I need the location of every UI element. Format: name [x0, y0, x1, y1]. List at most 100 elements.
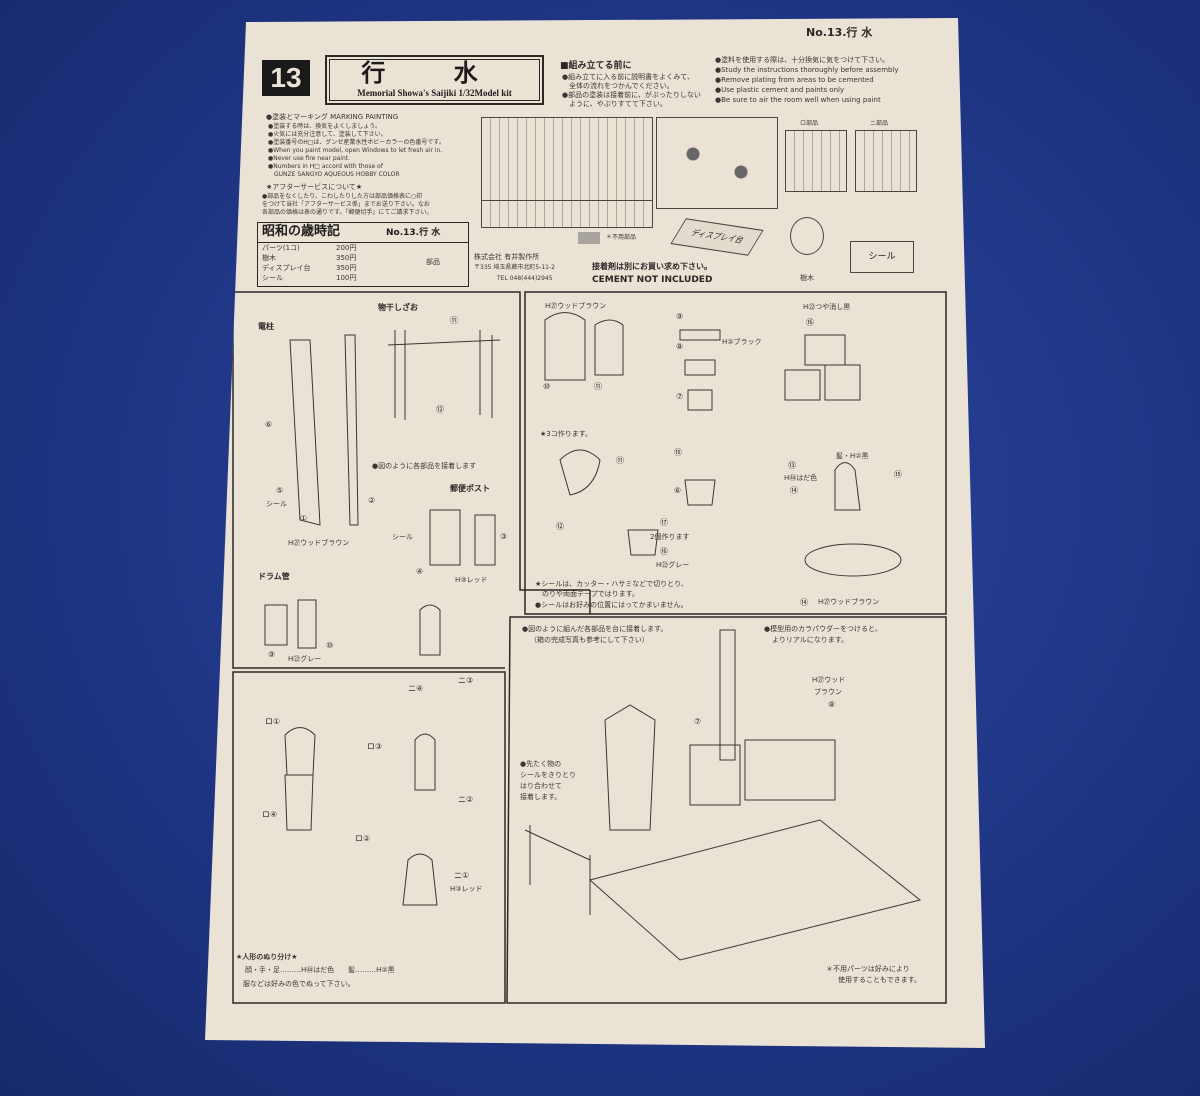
part-label: ニ④: [408, 684, 424, 693]
paint-label: H㉗ウッドブラウン: [288, 539, 350, 547]
part-label: ⑪: [594, 382, 602, 391]
part-label: ニ①: [454, 871, 470, 880]
price-table-title: 昭和の歳時記: [262, 224, 341, 239]
kit-subtitle: Memorial Showa's Saijiki 1/32Model kit: [357, 88, 512, 98]
part-label: ⑭: [800, 598, 808, 607]
sprue-c-illustration: [656, 117, 778, 209]
price-item: 樹木: [262, 254, 276, 262]
kit-title: 行 水: [361, 58, 508, 87]
text-line: ●塗装番号のH□は、グンゼ産業水性ホビーカラーの色番号です。: [268, 139, 445, 146]
figure-paint-line: 顔・手・足………H㊹はだ色 髪………H②黒: [245, 966, 395, 974]
sprue-b-illustration: [481, 200, 653, 228]
chicken-drawing: [559, 449, 601, 496]
before-assembly-heading: ■組み立てる前に: [560, 61, 632, 71]
part-label: ニ②: [458, 795, 474, 804]
part-label: ロ①: [265, 717, 281, 726]
paint-label: H②ブラック: [722, 338, 762, 346]
laundry-note: ●先たく物の: [520, 760, 562, 768]
corner-label: No.13.行 水: [806, 26, 873, 39]
part-label: ⑧: [676, 342, 684, 351]
part-label: ⑬: [788, 461, 796, 470]
part-label: ⑦: [694, 717, 702, 726]
part-label: ③: [500, 532, 508, 541]
part-label: ②: [368, 496, 376, 505]
boy-figure-drawing: [284, 727, 316, 831]
part-label: ⑫: [436, 405, 444, 414]
text-line: ●Remove plating from areas to be cemente…: [715, 76, 874, 84]
part-label: ロ③: [367, 742, 383, 751]
final-assembly-note: ●図のように組んだ各部品を台に接着します。: [522, 625, 668, 633]
step2-panel-border: [524, 291, 947, 615]
clothes-pole-drawing: [387, 330, 501, 420]
part-label: ⑤: [276, 486, 284, 495]
text-line: ●Use plastic cement and paints only: [715, 86, 845, 94]
unused-parts-note: 使用することもできます。: [838, 976, 922, 984]
cement-note-en: CEMENT NOT INCLUDED: [592, 275, 713, 285]
company-name: 株式会社 有井製作所: [474, 253, 540, 261]
bath-cover-drawing: [544, 312, 624, 381]
price-item: シール: [262, 274, 283, 282]
price-table-number: No.13.行 水: [386, 228, 441, 238]
paint-label: H㊹はだ色: [784, 474, 818, 482]
text-line: ●When you paint model, open Windows to l…: [268, 147, 443, 154]
paint-label: H③レッド: [455, 576, 488, 584]
final-assembly-note: （箱の完成写真も参考にして下さい）: [530, 636, 649, 644]
seal-sheet: シール: [850, 241, 914, 273]
part-label: ⑩: [543, 382, 551, 391]
part-label: ⑭: [790, 486, 798, 495]
part-label: ⑮: [674, 448, 682, 457]
paint-label: H㉗ウッド: [812, 676, 846, 684]
part-label: ⑨: [676, 312, 684, 321]
part-label: ⑯: [806, 318, 814, 327]
part-label: ニ③: [458, 676, 474, 685]
part-label: ロ④: [262, 810, 278, 819]
seal-note: ★シールは、カッター・ハサミなどで切りとり、: [535, 580, 688, 588]
stove-drawing: [679, 329, 721, 411]
figure-paint-line: 服などは好みの色でぬって下さい。: [243, 980, 355, 988]
text-line: ●組み立てに入る前に説明書をよくみて、: [562, 73, 695, 81]
text-line: ●塗装する時は、換気をよくしましょう。: [268, 123, 381, 130]
bucket-drawing: [627, 479, 716, 556]
part-label: ⑰: [660, 518, 668, 527]
part-label: ロ②: [355, 834, 371, 843]
part-label: ⑪: [450, 316, 458, 325]
text-line: ように、やぶりすてて下さい。: [562, 100, 667, 108]
price-value: 200円: [336, 244, 357, 252]
step4-panel-border: [506, 616, 947, 1004]
unused-parts-swatch: [578, 232, 600, 244]
part-label: ⑮: [894, 470, 902, 479]
drum-drawing: [264, 599, 317, 649]
diorama-pole-drawing: [719, 629, 736, 761]
figure-sprue-ro: [785, 130, 847, 192]
step1-instruction: ●図のように各部品を接着します: [372, 462, 477, 470]
paint-label: H㉒グレー: [656, 561, 690, 569]
company-address: 〒335 埼玉県蕨市北町5-11-2: [474, 264, 555, 271]
text-line: をつけて当社「アフターサービス係」までお送り下さい。なお: [262, 201, 430, 208]
color-powder-note: よりリアルになります。: [772, 636, 849, 644]
seal-note: ●シールはお好みの位置にはってかまいません。: [535, 601, 688, 609]
laundry-line-drawing: [524, 825, 591, 915]
bathing-woman-drawing: [834, 462, 861, 511]
tree-icon: [790, 217, 824, 255]
price-item: ディスプレイ台: [262, 264, 311, 272]
parts-label: 部品: [426, 258, 440, 266]
figure-paint-heading: ★人形のぬり分け★: [236, 953, 298, 961]
child-figures-drawing: [402, 604, 441, 906]
part-label: ⑫: [556, 522, 564, 531]
part-label: ⑦: [676, 392, 684, 401]
part-label: ⑧: [828, 700, 836, 709]
unused-parts-note: ＊不用パーツは好みにより: [826, 965, 910, 973]
clothes-pole-heading: 物干しざお: [378, 303, 418, 312]
part-label: ⑨: [268, 650, 276, 659]
firewood-drawing: [784, 334, 861, 401]
sprue-label: ニ部品: [870, 120, 889, 127]
paint-label: H㉒グレー: [288, 655, 322, 663]
paint-label: ブラウン: [814, 688, 842, 696]
diorama-base-drawing: [588, 819, 922, 961]
painting-heading: ●塗装とマーキング MARKING PAINTING: [266, 113, 399, 121]
step3-panel-border: [232, 590, 591, 1004]
cement-note-jp: 接着剤は別にお買い求め下さい。: [592, 262, 712, 271]
text-line: 全体の流れをつかんでください。: [562, 82, 674, 90]
text-line: GUNZE SANGYO AQUEOUS HOBBY COLOR: [268, 171, 400, 178]
text-line: ●部品の塗装は接着前に、がぶったりしない: [562, 91, 701, 99]
